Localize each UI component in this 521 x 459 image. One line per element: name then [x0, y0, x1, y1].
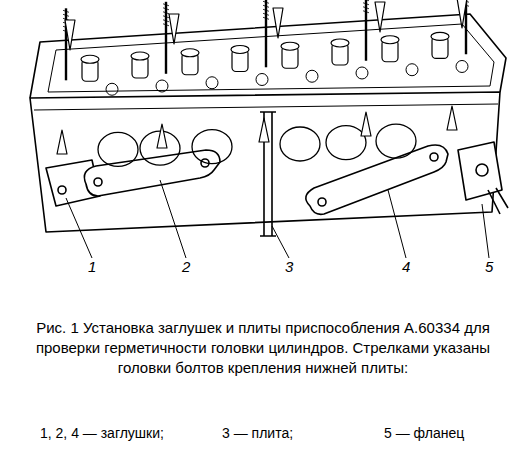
stud-thread: [363, 11, 369, 13]
stud-thread: [163, 12, 169, 14]
valve-cap: [431, 32, 449, 40]
valve-cap: [181, 49, 199, 57]
plug-2-bolt: [94, 178, 102, 186]
stud-thread: [363, 3, 369, 5]
callout-number: 5: [483, 258, 495, 276]
bore: [256, 73, 268, 85]
legend-text: 3 — плита;: [222, 424, 293, 442]
bolt-arrow: [259, 118, 269, 142]
head-front-face: [30, 92, 500, 232]
figure-caption: Рис. 1 Установка заглушек и плиты приспо…: [18, 318, 508, 378]
flange-5-bolt: [476, 164, 488, 176]
legend-text: 1, 2, 4 — заглушки;: [40, 424, 164, 442]
bore: [106, 83, 118, 95]
port-opening: [280, 127, 320, 161]
callout-number: 4: [400, 258, 412, 276]
valve-cap: [231, 45, 249, 53]
stud-thread: [263, 17, 269, 19]
plug-4-bolt: [318, 198, 326, 206]
flange-5-pipe: [488, 188, 508, 214]
stud-thread: [363, 0, 369, 1]
valve-cap: [281, 42, 299, 50]
bore: [156, 80, 168, 92]
stud-thread: [63, 10, 69, 12]
bolt-arrow: [169, 14, 179, 44]
bore: [456, 60, 468, 72]
bolt-arrow: [361, 112, 371, 136]
plate-3-cap: [260, 112, 276, 236]
head-top-rim: [30, 14, 506, 98]
plug-4: [306, 145, 448, 214]
stud-thread: [263, 1, 269, 3]
bolt-arrow: [375, 2, 385, 32]
stud-thread: [163, 16, 169, 18]
stud-thread: [163, 20, 169, 22]
stud: [365, 0, 367, 61]
flange-5: [458, 142, 502, 200]
leader-line: [160, 180, 186, 258]
bolt-arrow: [157, 124, 167, 148]
valve-cap: [81, 55, 99, 63]
plug-1-bolt: [58, 186, 66, 194]
valve-cap: [381, 36, 399, 44]
stud-thread: [163, 24, 169, 26]
bolt-arrow: [65, 20, 75, 50]
stud-thread: [263, 9, 269, 11]
stud-thread: [263, 13, 269, 15]
valve-cap: [131, 52, 149, 60]
bolt-arrow: [273, 8, 283, 38]
callout-number: 2: [180, 258, 192, 276]
plug-2: [84, 150, 220, 196]
leader-line: [388, 190, 406, 258]
bolt-arrow: [447, 106, 457, 130]
legend-text: 5 — фланец: [384, 424, 464, 442]
head-front-edge: [34, 104, 498, 110]
leader-line: [272, 226, 289, 258]
valve-cap: [331, 39, 349, 47]
bore: [406, 64, 418, 76]
bore: [306, 70, 318, 82]
stud-thread: [263, 5, 269, 7]
bore: [206, 77, 218, 89]
port-opening: [326, 126, 366, 160]
port-opening: [192, 130, 232, 164]
port-opening: [376, 124, 416, 158]
plug-4-bolt: [430, 153, 438, 161]
stud-thread: [163, 4, 169, 6]
bolt-arrow: [57, 130, 67, 154]
stud-thread: [63, 14, 69, 16]
leader-line: [66, 198, 92, 258]
bolt-arrow: [457, 0, 467, 28]
cylinder-head-illustration: [0, 0, 521, 300]
leader-line: [482, 204, 489, 258]
head-top-inner: [48, 24, 494, 92]
port-opening: [98, 132, 138, 166]
stud-thread: [363, 7, 369, 9]
stud-thread: [163, 8, 169, 10]
bore: [356, 67, 368, 79]
callout-number: 3: [283, 258, 295, 276]
callout-number: 1: [86, 258, 98, 276]
